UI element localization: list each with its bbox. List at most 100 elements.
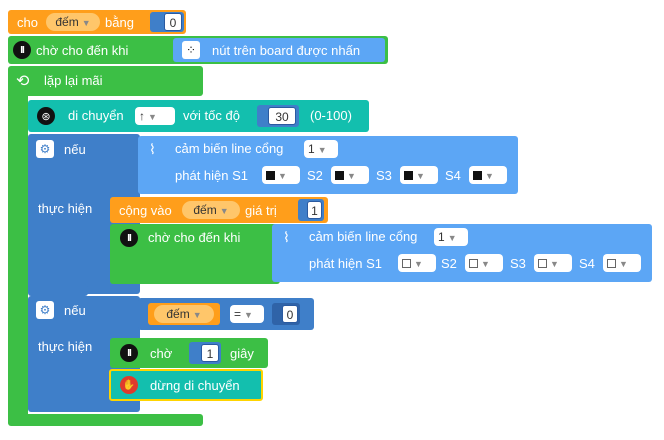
number-socket: 0 <box>272 303 300 325</box>
variable-name: đếm <box>166 307 190 321</box>
black-square-icon <box>335 171 344 180</box>
port-dropdown[interactable]: 1▼ <box>304 140 338 158</box>
stop-label: dừng di chuyển <box>150 378 240 393</box>
detect-s1-label: phát hiện S1 <box>175 168 249 183</box>
move-label: di chuyển <box>68 108 124 123</box>
speed-range-label: (0-100) <box>310 108 352 123</box>
wait-until-block[interactable]: II chờ cho đến khi ⁘ nút trên board được… <box>8 36 388 64</box>
s4-dropdown[interactable]: ▼ <box>469 166 507 184</box>
set-variable-block[interactable]: cho đếm▼ bằng 0 <box>8 10 186 34</box>
s4-label: S4 <box>445 168 461 183</box>
line-sensor-icon: ⌇ <box>149 141 156 157</box>
detect-s1-label: phát hiện S1 <box>309 256 383 271</box>
pause-icon: II <box>13 41 31 59</box>
white-square-icon <box>538 259 547 268</box>
forever-loop-block[interactable]: ⟲ lặp lại mãi <box>8 66 203 96</box>
selection-highlight <box>109 369 263 401</box>
port-dropdown[interactable]: 1▼ <box>434 228 468 246</box>
if-label: nếu <box>64 303 86 318</box>
white-square-icon <box>607 259 616 268</box>
chevron-down-icon: ▼ <box>317 145 327 155</box>
repeat-icon: ⟲ <box>16 73 30 90</box>
if-block-1-footer <box>28 284 88 296</box>
stop-hand-icon: ✋ <box>120 376 138 394</box>
variable-getter[interactable]: đếm▼ <box>148 303 220 325</box>
number-socket: 0 <box>150 12 184 32</box>
s2-label: S2 <box>441 256 457 271</box>
seconds-field[interactable]: 1 <box>201 344 219 362</box>
black-square-icon <box>473 171 482 180</box>
chevron-down-icon: ▼ <box>416 171 425 181</box>
line-sensor-icon: ⌇ <box>283 229 290 245</box>
chevron-down-icon: ▼ <box>219 206 229 216</box>
forever-label: lặp lại mãi <box>44 73 103 88</box>
variable-dropdown[interactable]: đếm▼ <box>182 201 240 219</box>
speed-label: với tốc độ <box>183 108 240 123</box>
direction-dropdown[interactable]: ↑▼ <box>135 107 175 125</box>
number-socket: 1 <box>298 199 324 221</box>
speed-socket: 30 <box>257 105 299 127</box>
speed-field[interactable]: 30 <box>268 107 296 125</box>
port-value: 1 <box>308 142 315 156</box>
s2-label: S2 <box>307 168 323 183</box>
change-mid-label: giá trị <box>245 203 277 218</box>
s4-label: S4 <box>579 256 595 271</box>
if-label: nếu <box>64 142 86 157</box>
value-field[interactable]: 0 <box>164 13 182 31</box>
line-sensor-condition-2[interactable]: ⌇ cảm biến line cổng 1▼ phát hiện S1 ▼ S… <box>272 224 652 282</box>
set-prefix-label: cho <box>17 15 38 30</box>
s2-dropdown[interactable]: ▼ <box>331 166 369 184</box>
do-label: thực hiện <box>38 339 93 354</box>
direction-value: ↑ <box>139 109 145 123</box>
change-value-field[interactable]: 1 <box>307 201 322 219</box>
compare-condition[interactable]: đếm▼ =▼ 0 <box>138 298 314 330</box>
forever-loop-arm <box>8 90 28 425</box>
s2-dropdown[interactable]: ▼ <box>465 254 503 272</box>
s1-dropdown[interactable]: ▼ <box>262 166 300 184</box>
s4-dropdown[interactable]: ▼ <box>603 254 641 272</box>
variable-name: đếm <box>55 15 79 29</box>
stop-movement-block[interactable]: ✋ dừng di chuyển <box>110 370 262 400</box>
pause-icon: II <box>120 229 138 247</box>
wheel-icon: ⊛ <box>37 107 55 125</box>
chevron-down-icon: ▼ <box>550 259 559 269</box>
board-button-icon: ⁘ <box>182 41 200 59</box>
s3-dropdown[interactable]: ▼ <box>534 254 572 272</box>
operator-value: = <box>234 307 242 321</box>
wait-until-block-2[interactable]: II chờ cho đến khi <box>110 224 280 284</box>
compare-value-field[interactable]: 0 <box>282 305 298 323</box>
line-sensor-condition-1[interactable]: ⌇ cảm biến line cổng 1▼ phát hiện S1 ▼ S… <box>138 136 518 194</box>
chevron-down-icon: ▼ <box>148 112 157 122</box>
operator-dropdown[interactable]: =▼ <box>230 305 264 323</box>
chevron-down-icon: ▼ <box>192 310 202 320</box>
gear-icon: ⚙ <box>36 301 54 319</box>
chevron-down-icon: ▼ <box>81 18 91 28</box>
wait-until-label: chờ cho đến khi <box>148 230 241 245</box>
wait-seconds-block[interactable]: II chờ 1 giây <box>110 338 268 368</box>
change-variable-block[interactable]: cộng vào đếm▼ giá trị 1 <box>110 197 328 223</box>
do-label: thực hiện <box>38 201 93 216</box>
black-square-icon <box>266 171 275 180</box>
seconds-unit-label: giây <box>230 346 254 361</box>
white-square-icon <box>469 259 478 268</box>
gear-icon: ⚙ <box>36 140 54 158</box>
s3-label: S3 <box>376 168 392 183</box>
wait-label: chờ <box>150 346 173 361</box>
chevron-down-icon: ▼ <box>244 310 253 320</box>
line-sensor-label: cảm biến line cổng <box>309 229 418 244</box>
change-label: cộng vào <box>119 203 172 218</box>
move-block[interactable]: ⊛ di chuyển ↑▼ với tốc độ 30 (0-100) <box>28 100 369 132</box>
s3-dropdown[interactable]: ▼ <box>400 166 438 184</box>
button-pressed-sensor[interactable]: ⁘ nút trên board được nhấn <box>173 38 385 62</box>
variable-dropdown[interactable]: đếm▼ <box>46 13 100 31</box>
s1-dropdown[interactable]: ▼ <box>398 254 436 272</box>
white-square-icon <box>402 259 411 268</box>
black-square-icon <box>404 171 413 180</box>
forever-loop-footer <box>8 414 203 426</box>
port-value: 1 <box>438 230 445 244</box>
variable-dropdown[interactable]: đếm▼ <box>154 305 214 323</box>
number-socket: 1 <box>189 342 221 364</box>
chevron-down-icon: ▼ <box>485 171 494 181</box>
chevron-down-icon: ▼ <box>347 171 356 181</box>
set-mid-label: bằng <box>105 15 134 30</box>
